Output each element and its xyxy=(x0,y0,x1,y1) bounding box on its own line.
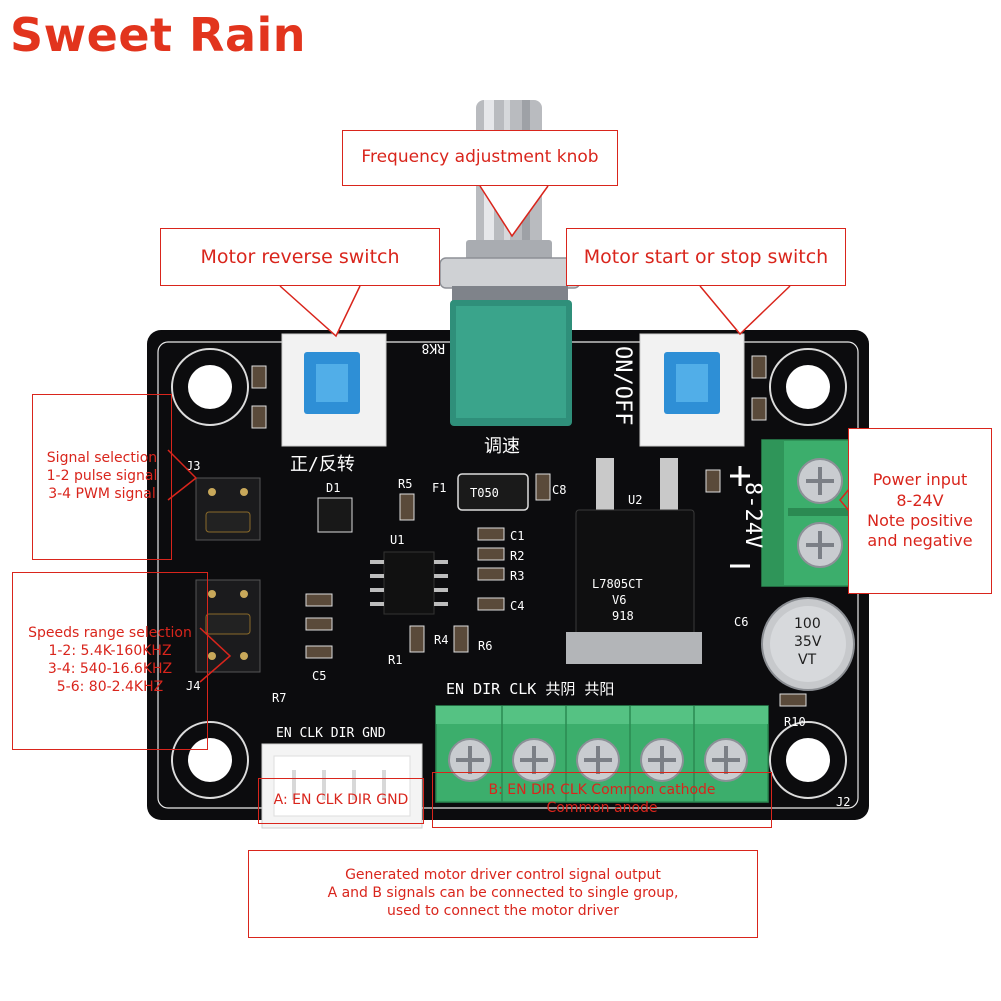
callout-knob-line-1: Frequency adjustment knob xyxy=(361,147,599,168)
label-rk8: RK8 xyxy=(422,340,445,355)
callout-speed-line-2: 1-2: 5.4K-160KHZ xyxy=(48,643,172,660)
label-terminal: EN DIR CLK 共阴 共阳 xyxy=(446,680,614,698)
label-j3: J3 xyxy=(186,459,200,473)
label-r2: R2 xyxy=(510,549,524,563)
callout-output-line-3: used to connect the motor driver xyxy=(387,902,619,919)
callout-signal-line-2: 1-2 pulse signal xyxy=(46,468,158,485)
ic-u1 xyxy=(370,551,448,615)
callout-connector-b-line-1: B: EN DIR CLK Common cathode xyxy=(488,782,716,799)
smd-components xyxy=(251,355,807,707)
callout-signal-line-3: 3-4 PWM signal xyxy=(48,485,156,502)
regulator-u2 xyxy=(566,458,702,664)
mounting-hole-tr xyxy=(769,348,847,426)
label-c8: C8 xyxy=(552,483,566,497)
label-f1: F1 xyxy=(432,481,446,495)
label-capacitor-2: 35V xyxy=(794,634,822,650)
label-c6: C6 xyxy=(734,615,748,629)
jumper-header-j4 xyxy=(195,579,261,673)
label-regulator-3: 918 xyxy=(612,609,634,623)
label-capacitor-1: 100 xyxy=(794,616,821,632)
mounting-hole-br xyxy=(769,721,847,799)
label-d1: D1 xyxy=(326,481,340,495)
callout-output-line-1: Generated motor driver control signal ou… xyxy=(345,867,661,884)
callout-signal: Signal selection 1-2 pulse signal 3-4 PW… xyxy=(32,394,172,560)
label-j2: J2 xyxy=(836,795,850,809)
label-speed: 调速 xyxy=(484,436,520,457)
callout-connector-b-line-2: Common anode xyxy=(546,800,658,816)
label-fwdrev: 正/反转 xyxy=(290,454,355,475)
callout-knob: Frequency adjustment knob xyxy=(342,130,618,186)
callout-signal-line-1: Signal selection xyxy=(46,450,158,467)
callout-speed-line-4: 5-6: 80-2.4KHZ xyxy=(56,678,164,695)
label-r5: R5 xyxy=(398,477,412,491)
label-r10: R10 xyxy=(784,715,806,729)
jumper-header-j3 xyxy=(195,477,261,541)
label-power: 8-24V xyxy=(740,482,765,548)
callout-output: Generated motor driver control signal ou… xyxy=(248,850,758,938)
callout-startstop: Motor start or stop switch xyxy=(566,228,846,286)
power-terminal-block xyxy=(761,439,853,587)
label-fuse: T050 xyxy=(470,486,499,500)
callout-power-line-1: Power input xyxy=(872,470,968,490)
callout-startstop-line-1: Motor start or stop switch xyxy=(583,245,829,268)
callout-power-line-2: 8-24V xyxy=(896,490,944,510)
callout-output-line-2: A and B signals can be connected to sing… xyxy=(327,885,679,902)
signal-connector-a xyxy=(261,743,423,829)
callout-connector-a: A: EN CLK DIR GND xyxy=(258,778,424,824)
callout-connector-b: B: EN DIR CLK Common cathode Common anod… xyxy=(432,772,772,828)
pcb-board xyxy=(147,330,869,820)
callout-speed: Speeds range selection 1-2: 5.4K-160KHZ … xyxy=(12,572,208,750)
label-r1: R1 xyxy=(388,653,402,667)
label-connector: EN CLK DIR GND xyxy=(276,726,386,741)
label-regulator-1: L7805CT xyxy=(592,577,643,591)
label-r4: R4 xyxy=(434,633,448,647)
callout-power: Power input 8-24V Note positive and nega… xyxy=(848,428,992,594)
start-stop-switch xyxy=(639,333,745,447)
callout-speed-line-3: 3-4: 540-16.6KHZ xyxy=(47,661,173,677)
label-c4: C4 xyxy=(510,599,524,613)
fuse-f1 xyxy=(457,473,529,511)
callout-connector-a-line-1: A: EN CLK DIR GND xyxy=(273,792,409,809)
mounting-hole-tl xyxy=(171,348,249,426)
callout-speed-line-1: Speeds range selection xyxy=(28,625,192,642)
label-onoff: ON/OFF xyxy=(610,346,635,425)
label-r3: R3 xyxy=(510,569,524,583)
callout-power-line-4: and negative xyxy=(867,531,973,551)
label-u1: U1 xyxy=(390,533,404,547)
callout-reverse-line-1: Motor reverse switch xyxy=(200,245,400,268)
callout-reverse: Motor reverse switch xyxy=(160,228,440,286)
label-u2: U2 xyxy=(628,493,642,507)
polarity-marks xyxy=(730,466,750,568)
reverse-switch xyxy=(281,333,387,447)
callout-power-line-3: Note positive xyxy=(867,511,973,530)
callout-pointers xyxy=(167,185,851,683)
label-regulator-2: V6 xyxy=(612,593,626,607)
label-j4: J4 xyxy=(186,679,200,693)
label-c5: C5 xyxy=(312,669,326,683)
output-terminal-block xyxy=(435,705,769,803)
label-capacitor-3: VT xyxy=(798,652,817,668)
capacitor-c6 xyxy=(761,597,855,691)
label-c1: C1 xyxy=(510,529,524,543)
brand-logo: Sweet Rain xyxy=(10,8,307,62)
label-r6: R6 xyxy=(478,639,492,653)
label-r7: R7 xyxy=(272,691,286,705)
